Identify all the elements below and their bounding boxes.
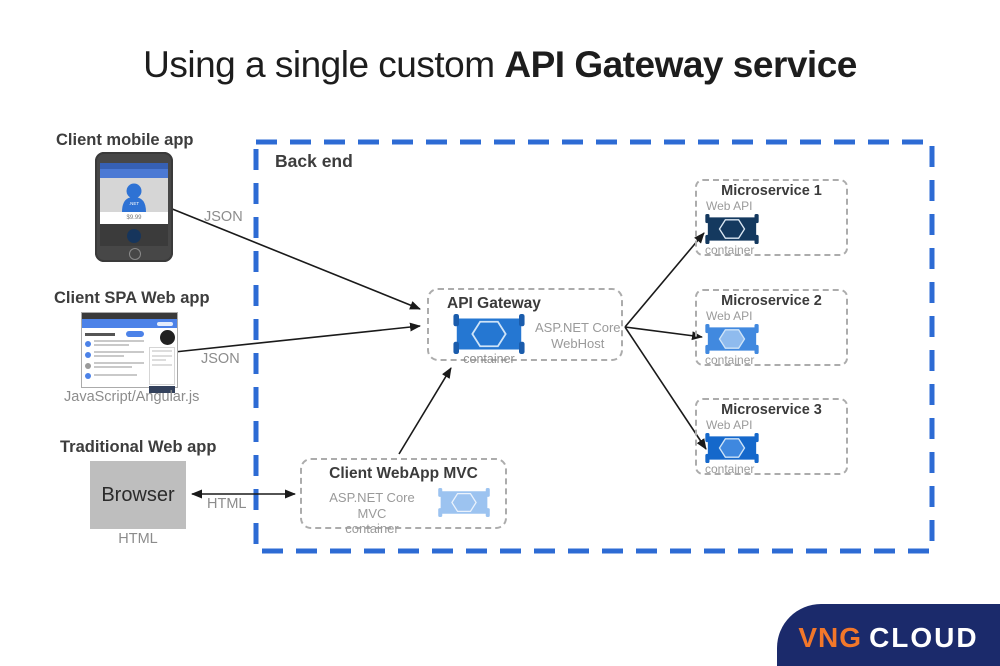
- label-traditional-web-app: Traditional Web app: [60, 438, 217, 456]
- spa-list: [82, 328, 147, 387]
- container-label: container: [705, 462, 755, 476]
- vng-cloud-logo: VNG CLOUD: [777, 604, 1000, 666]
- arrow-mvc-to-gateway: [398, 367, 452, 455]
- page-title: Using a single custom API Gateway servic…: [0, 44, 1000, 86]
- page-title-regular: Using a single custom: [143, 44, 495, 85]
- svg-text:.NET: .NET: [129, 201, 140, 206]
- backend-label: Back end: [275, 151, 353, 171]
- arrow-gateway-to-ms1: [624, 232, 705, 328]
- label-client-mobile-app: Client mobile app: [56, 131, 194, 149]
- spa-window-titlebar: [82, 313, 177, 319]
- spa-panel-footer: [149, 386, 175, 393]
- spa-heading-line: [85, 332, 115, 336]
- web-api-label: Web API: [706, 199, 753, 213]
- page-title-bold: API Gateway service: [504, 44, 857, 85]
- microservice-2-box: Microservice 2 Web API container: [695, 289, 848, 367]
- mobile-phone-graphic: .NET $9.99: [95, 152, 173, 262]
- arrow-label-json-mobile: JSON: [204, 209, 243, 225]
- cloud-brand-text: CLOUD: [869, 622, 979, 653]
- spa-sidebar: [147, 328, 177, 393]
- container-label: container: [705, 243, 755, 257]
- hoodie-silhouette: [127, 229, 141, 243]
- container-icon: [705, 433, 759, 463]
- container-label: container: [705, 353, 755, 367]
- phone-second-product: [100, 224, 168, 246]
- spa-screenshot: [81, 312, 178, 393]
- phone-navbar: [100, 169, 168, 178]
- spa-caption: JavaScript/Angular.js: [64, 389, 200, 405]
- spa-profile-panel: [149, 347, 175, 385]
- microservice-title: Microservice 1: [721, 183, 822, 199]
- spa-toolbar: [82, 319, 177, 328]
- container-icon: [705, 324, 759, 354]
- container-icon: [453, 314, 525, 354]
- client-webapp-mvc-title: Client WebApp MVC: [329, 465, 478, 482]
- phone-product-image: .NET: [100, 178, 168, 212]
- browser-caption: HTML: [118, 531, 158, 547]
- spa-list-icon: [85, 351, 91, 358]
- arrow-label-json-spa: JSON: [201, 351, 240, 367]
- web-api-label: Web API: [706, 309, 753, 323]
- api-gateway-title: API Gateway: [447, 295, 541, 312]
- phone-appbar: [100, 163, 168, 169]
- phone-home-button: [129, 248, 141, 260]
- arrow-spa-to-gateway: [164, 322, 421, 354]
- spa-toolbar-button: [157, 321, 173, 326]
- container-icon: [438, 488, 490, 517]
- container-icon: [705, 214, 759, 244]
- web-api-label: Web API: [706, 418, 753, 432]
- label-client-spa-web-app: Client SPA Web app: [54, 289, 210, 307]
- spa-content: [82, 328, 177, 393]
- arrow-gateway-to-ms3: [624, 326, 707, 450]
- hoodie-bot-icon: .NET: [122, 183, 146, 212]
- spa-blue-button: [126, 331, 144, 337]
- microservice-3-box: Microservice 3 Web API container: [695, 398, 848, 476]
- arrow-gateway-to-ms2: [624, 326, 703, 341]
- container-label: container: [463, 352, 515, 366]
- spa-list-icon: [85, 362, 91, 369]
- spa-list-icon: [85, 340, 91, 347]
- vng-brand-text: VNG: [798, 622, 863, 653]
- spa-list-icon: [85, 373, 91, 379]
- browser-box: Browser: [90, 461, 186, 529]
- phone-price: $9.99: [100, 212, 168, 224]
- phone-screen: .NET $9.99: [100, 163, 168, 246]
- spa-avatar: [160, 330, 175, 345]
- microservice-title: Microservice 3: [721, 402, 822, 418]
- microservice-title: Microservice 2: [721, 293, 822, 309]
- arrow-label-html: HTML: [207, 496, 247, 512]
- microservice-1-box: Microservice 1 Web API container: [695, 179, 848, 257]
